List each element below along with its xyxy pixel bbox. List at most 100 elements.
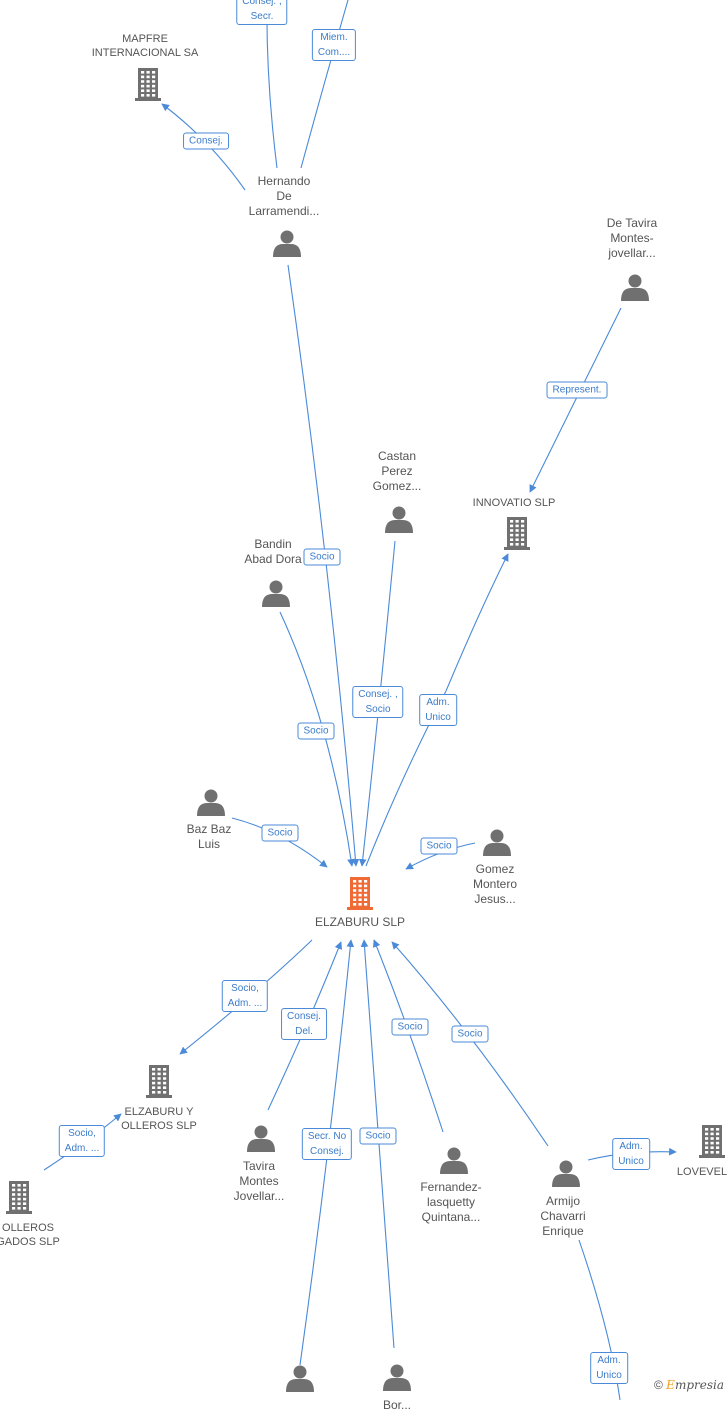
person-label[interactable]: Bor... — [383, 1398, 411, 1413]
company-label[interactable]: INNOVATIO SLP — [473, 496, 556, 510]
node-label-line: MAPFRE — [122, 33, 168, 45]
node-label-line: Abad Dora — [244, 552, 302, 566]
relation-tag[interactable]: Represent. — [546, 381, 608, 399]
person-icon[interactable] — [197, 789, 225, 817]
relation-tag[interactable]: Socio — [451, 1025, 489, 1043]
node-label-line: OLLEROS — [2, 1222, 54, 1234]
relation-tag[interactable]: Socio — [420, 837, 458, 855]
node-label-line: Hernando — [257, 174, 311, 188]
relation-tag-line: Represent. — [552, 384, 602, 396]
relationship-edge — [360, 939, 395, 1349]
relationship-edge — [300, 0, 349, 169]
relationship-edge — [372, 939, 444, 1133]
relationship-edge — [445, 553, 509, 692]
node-label-line: De — [276, 189, 292, 203]
node-label-line: lasquetty — [426, 1195, 476, 1209]
company-icon[interactable] — [6, 1181, 32, 1214]
relation-tag-line: Unico — [596, 1370, 622, 1381]
relation-tag[interactable]: Consej. — [183, 132, 229, 150]
relationship-edge — [391, 941, 549, 1147]
company-label[interactable]: LOVEVEL — [677, 1165, 727, 1179]
relation-tag-line: Socio — [365, 1130, 391, 1142]
node-label-line: Bor... — [382, 1398, 412, 1412]
center-company-icon[interactable] — [347, 877, 373, 910]
relation-tag-line: Adm. ... — [227, 998, 263, 1009]
relation-tag[interactable]: Socio,Adm. ... — [58, 1125, 106, 1157]
node-label-line: ELZABURU Y — [124, 1106, 194, 1118]
relation-tag-line: Adm. — [619, 1141, 643, 1152]
relation-tag[interactable]: Consej. Del. — [281, 1008, 327, 1040]
node-label-line: LOVEVEL — [676, 1166, 728, 1178]
relation-tag-line: Del. — [295, 1026, 313, 1037]
node-label-line: Montero — [472, 877, 518, 891]
person-icon[interactable] — [552, 1160, 580, 1188]
relation-tag-line: Socio — [397, 1021, 423, 1033]
relation-tag[interactable]: Miem.Com.... — [311, 29, 357, 61]
relation-tag[interactable]: Socio — [359, 1127, 397, 1145]
relation-tag-line: Socio, — [68, 1128, 96, 1139]
relation-tag[interactable]: Socio — [303, 548, 341, 566]
person-icon[interactable] — [286, 1365, 314, 1393]
node-label-line: De Tavira — [606, 216, 658, 230]
node-label-line: INNOVATIO SLP — [472, 497, 556, 509]
brand-initial: E — [666, 1378, 675, 1392]
relation-tag-line: Consej. , — [358, 689, 398, 700]
person-icon[interactable] — [262, 580, 290, 608]
relation-tag[interactable]: Socio — [297, 722, 335, 740]
person-icon[interactable] — [273, 230, 301, 258]
node-label-line: Montes- — [610, 231, 654, 245]
empresia-brand: © Empresia — [654, 1378, 724, 1392]
company-icon[interactable] — [146, 1065, 172, 1098]
company-icon[interactable] — [699, 1125, 725, 1158]
person-icon[interactable] — [483, 829, 511, 857]
relation-tag-line: Consej. — [287, 1011, 321, 1022]
relation-tag[interactable]: Consej. ,Secr. — [236, 0, 288, 25]
relation-tag[interactable]: Socio, Adm. ... — [221, 980, 269, 1012]
relation-tag-line: Adm. — [597, 1355, 621, 1366]
relation-tag[interactable]: Adm. Unico — [590, 1352, 628, 1384]
node-label-line: Castan — [377, 449, 417, 463]
relation-tag-line: Socio — [267, 827, 293, 839]
relation-tag[interactable]: Consej. , Socio — [352, 686, 404, 718]
person-icon[interactable] — [440, 1147, 468, 1175]
relation-tag-line: Socio — [365, 704, 391, 715]
node-label-line: Jesus... — [474, 892, 516, 906]
company-icon[interactable] — [504, 517, 530, 550]
node-label-line: Enrique — [542, 1224, 584, 1238]
person-icon[interactable] — [621, 274, 649, 302]
relation-tag-line: Consej. — [310, 1146, 344, 1157]
relation-tag-line: Socio — [309, 551, 335, 563]
person-icon[interactable] — [383, 1364, 411, 1392]
relation-tag-line: Consej. , — [242, 0, 282, 7]
person-icon[interactable] — [385, 506, 413, 534]
node-label-line: Armijo — [545, 1194, 581, 1208]
center-company-label[interactable]: ELZABURU SLP — [314, 915, 406, 929]
person-icon[interactable] — [247, 1125, 275, 1153]
relation-tag[interactable]: Socio — [261, 824, 299, 842]
node-label-line: Luis — [197, 837, 221, 851]
relation-tag[interactable]: Adm.Unico — [419, 694, 457, 726]
company-icon[interactable] — [135, 68, 161, 101]
relation-tag[interactable]: Adm.Unico — [612, 1138, 650, 1170]
relation-tag-line: Socio — [457, 1028, 483, 1040]
relation-tag[interactable]: Socio — [391, 1018, 429, 1036]
brand-name: mpresia — [674, 1378, 724, 1392]
relation-tag-line: Miem. — [320, 32, 348, 43]
node-label-line: Fernandez- — [420, 1180, 482, 1194]
relation-tag-line: Socio, — [231, 983, 259, 994]
relation-tag-line: Unico — [425, 712, 451, 723]
node-label-line: Gomez... — [372, 479, 422, 493]
